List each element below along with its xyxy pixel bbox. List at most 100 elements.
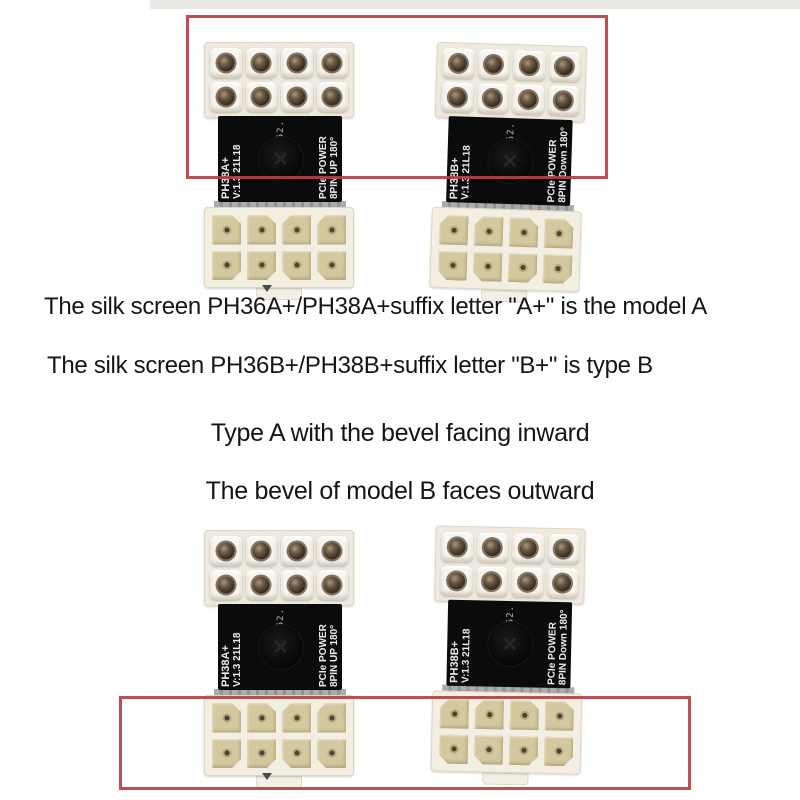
socket-cavity <box>511 567 544 598</box>
crimp-terminal <box>252 542 270 560</box>
male-pin <box>543 254 573 284</box>
component-cross-mark: ✕ <box>272 148 289 171</box>
socket-cavity <box>210 82 242 112</box>
socket-cavity <box>281 82 313 112</box>
pcb-label: PH38B+ V:1.3 21L18 2 152. ✕ PCIe POWER 8… <box>446 599 573 689</box>
male-pin <box>282 251 311 281</box>
socket-cavity <box>245 48 277 78</box>
male-pin <box>317 215 346 245</box>
male-pin <box>282 215 311 245</box>
chip-zone: 2 152. ✕ <box>243 607 318 687</box>
pcb-edge-strip <box>214 689 346 696</box>
socket-cavity <box>440 565 473 597</box>
crimp-terminal <box>519 539 537 558</box>
male-connector <box>429 206 582 293</box>
male-pin <box>247 739 276 769</box>
male-pin <box>439 215 469 245</box>
crimp-terminal <box>323 54 341 72</box>
pcb-label: PH38A+ V:1.3 21L18 2 152. ✕ PCIe POWER 8… <box>218 116 342 202</box>
crimp-terminal <box>323 542 341 560</box>
socket-cavity <box>245 536 277 566</box>
label-model-text: PH38A+ <box>220 645 232 687</box>
crimp-terminal <box>217 542 235 560</box>
crimp-terminal <box>323 88 341 106</box>
label-orientation-text: 8PIN UP 180° <box>329 624 340 687</box>
male-pin <box>212 251 241 281</box>
adapter-top-left: PH38A+ V:1.3 21L18 2 152. ✕ PCIe POWER 8… <box>204 42 354 300</box>
photo-edge-strip <box>150 0 800 9</box>
socket-cavity <box>316 48 348 78</box>
crimp-terminal <box>448 538 466 556</box>
crimp-terminal <box>447 572 465 590</box>
male-pin <box>247 251 276 281</box>
socket-cavity <box>511 533 545 564</box>
caption-bevel-outward: The bevel of model B faces outward <box>205 477 595 505</box>
socket-cavity <box>210 48 242 78</box>
crimp-terminal <box>323 576 341 594</box>
male-pin <box>508 253 538 283</box>
female-connector <box>434 525 586 605</box>
female-connector <box>204 42 354 118</box>
male-pin <box>317 251 346 281</box>
crimp-terminal <box>252 576 270 594</box>
crimp-terminal <box>288 576 306 594</box>
socket-cavity <box>281 536 313 566</box>
chip-zone: 2 152. ✕ <box>243 119 318 199</box>
male-connector <box>204 207 354 288</box>
label-orientation-text: 8PIN Down 180° <box>557 609 570 686</box>
crimp-terminal <box>252 88 270 106</box>
socket-cavity <box>475 566 508 597</box>
male-pin <box>282 739 311 769</box>
socket-cavity <box>476 532 509 563</box>
socket-cavity <box>316 82 348 112</box>
label-product-text: PCIe POWER <box>318 624 329 687</box>
male-pin <box>247 215 276 245</box>
pcb-edge-strip <box>214 201 346 208</box>
crimp-terminal <box>252 54 270 72</box>
chip-zone: 2 152. ✕ <box>472 603 549 685</box>
socket-cavity <box>316 536 348 566</box>
crimp-terminal <box>483 572 501 591</box>
crimp-terminal <box>554 540 573 558</box>
latch-marker <box>262 773 272 780</box>
crimp-terminal <box>288 88 306 106</box>
male-connector <box>204 695 354 776</box>
male-pin <box>317 739 346 769</box>
caption-type-b: The silk screen PH36B+/PH38B+suffix lett… <box>47 352 653 379</box>
crimp-terminal <box>217 54 235 72</box>
male-pin <box>212 703 241 733</box>
crimp-terminal <box>288 542 306 560</box>
male-pin <box>317 703 346 733</box>
male-pin <box>544 218 574 248</box>
male-pin <box>247 703 276 733</box>
inductor-component: ✕ <box>258 137 303 181</box>
adapter-bottom-left: PH38A+ V:1.3 21L18 2 152. ✕ PCIe POWER 8… <box>204 530 354 788</box>
inductor-component: ✕ <box>258 625 303 669</box>
caption-bevel-inward: Type A with the bevel facing inward <box>210 419 590 447</box>
pcb-label: PH38A+ V:1.3 21L18 2 152. ✕ PCIe POWER 8… <box>218 604 342 690</box>
male-pin <box>212 739 241 769</box>
socket-cavity <box>316 570 348 600</box>
crimp-terminal <box>554 574 572 592</box>
socket-cavity <box>440 531 474 563</box>
male-pin <box>212 215 241 245</box>
socket-cavity <box>210 570 242 600</box>
socket-cavity <box>547 533 580 565</box>
female-connector <box>204 530 354 606</box>
socket-cavity <box>281 570 313 600</box>
socket-cavity <box>245 570 277 600</box>
male-pin <box>438 250 468 280</box>
annotation-box-bevel <box>119 696 691 790</box>
inductor-component: ✕ <box>487 621 533 667</box>
crimp-terminal <box>288 54 306 72</box>
component-cross-mark: ✕ <box>501 633 519 656</box>
socket-cavity <box>281 48 313 78</box>
crimp-terminal <box>217 88 235 106</box>
caption-model-a: The silk screen PH36A+/PH38A+suffix lett… <box>44 293 707 320</box>
latch-marker <box>262 285 272 292</box>
male-pin <box>474 216 504 246</box>
male-pin <box>282 703 311 733</box>
label-version-text: V:1.3 21L18 <box>232 632 244 687</box>
socket-cavity <box>245 82 277 112</box>
